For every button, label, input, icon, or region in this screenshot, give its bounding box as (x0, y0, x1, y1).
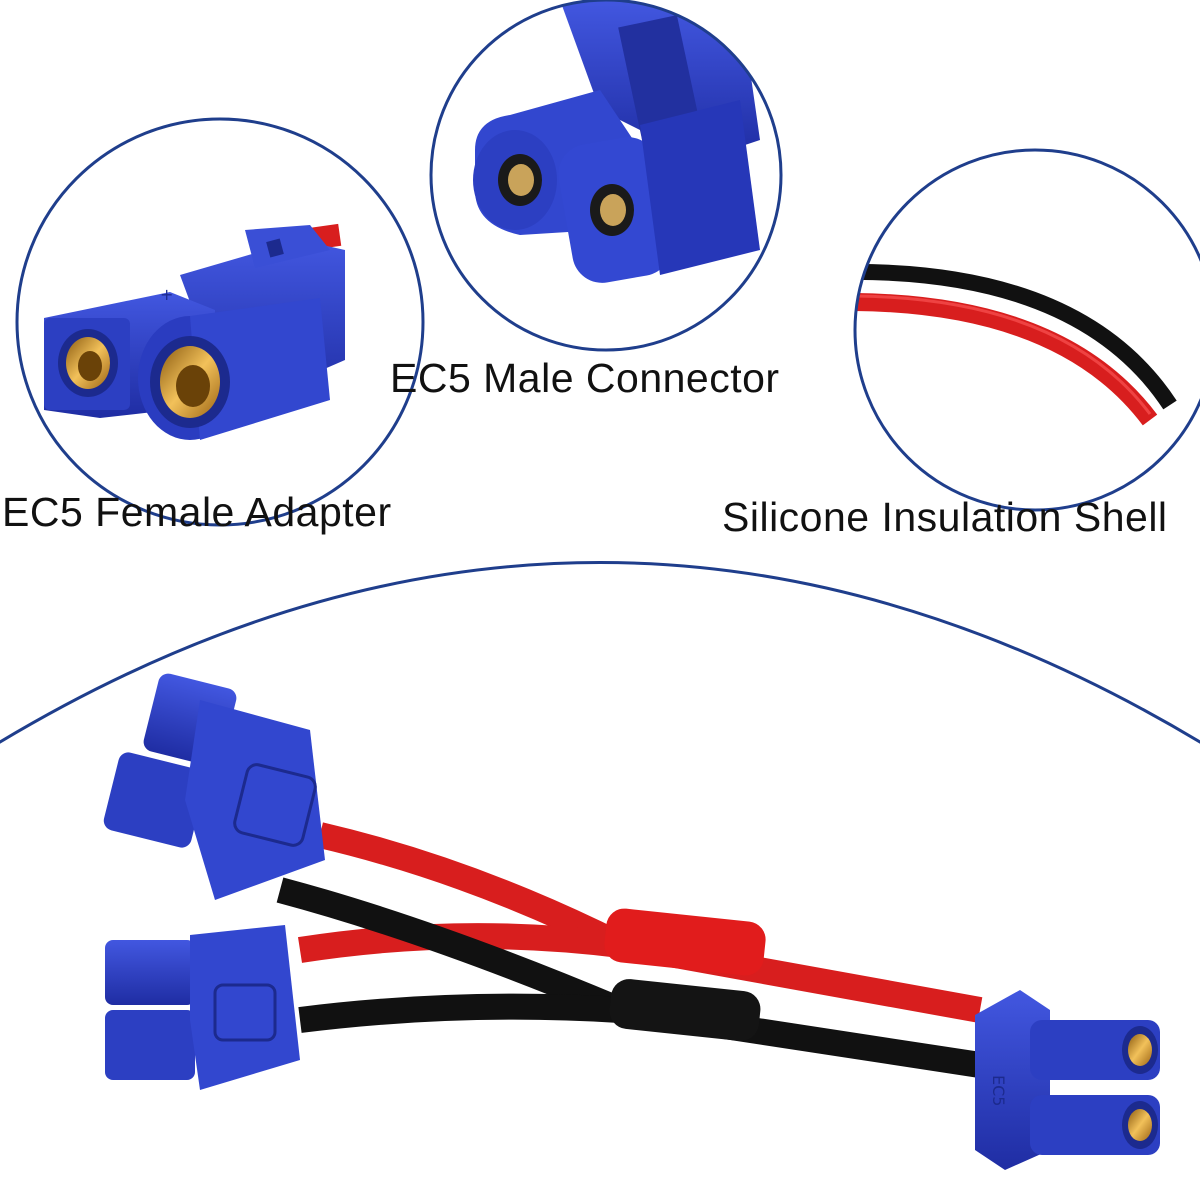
female-connector-circle: + (15, 117, 425, 527)
female-positive-mark: + (160, 285, 173, 304)
insulation-shell-caption: Silicone Insulation Shell (722, 494, 1168, 540)
wire-shell-circle (853, 148, 1200, 512)
male-connector-circle (429, 0, 783, 352)
ec5-male-connector-icon (473, 0, 760, 283)
silicone-wire-icon (855, 263, 1177, 426)
bottom-arc (0, 561, 1200, 744)
harness-male-connector: EC5 (975, 990, 1160, 1170)
harness-female-connector-top (103, 673, 325, 900)
female-adapter-caption: EC5 Female Adapter (2, 489, 392, 535)
male-connector-caption: EC5 Male Connector (390, 355, 780, 401)
ec5-female-connector-icon: + (44, 223, 345, 440)
male-model-mark: EC5 (989, 1075, 1008, 1106)
harness-female-connector-bottom (105, 925, 300, 1090)
y-harness-icon: EC5 (103, 673, 1160, 1170)
